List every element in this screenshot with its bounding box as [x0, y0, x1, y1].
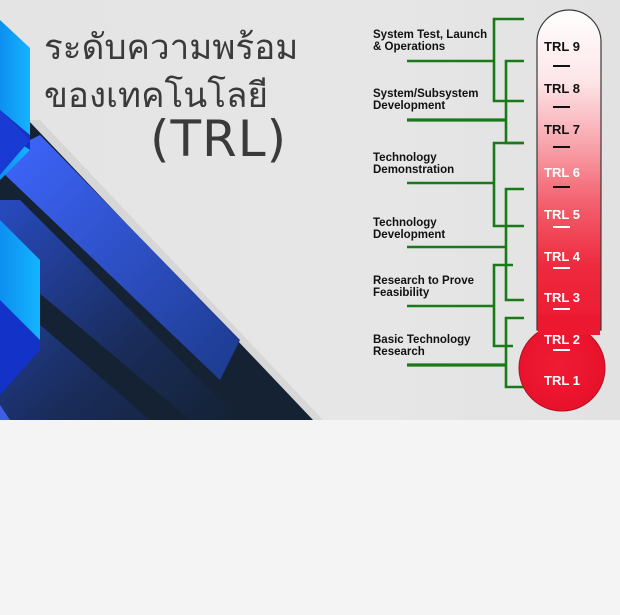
trl-divider	[553, 146, 570, 148]
stage-label-technology-demonstration: Technology Demonstration	[373, 152, 455, 176]
trl-level-4: TRL 4	[544, 249, 580, 264]
stage-label-system-development: System/Subsystem Development	[373, 88, 479, 112]
trl-level-7: TRL 7	[544, 122, 580, 137]
title-line-2: ของเทคโนโลยี	[44, 76, 268, 116]
thermometer-tube	[536, 9, 602, 331]
stage-label-system-test: System Test, Launch & Operations	[373, 29, 488, 53]
trl-divider	[553, 308, 570, 310]
stage-label-technology-development: Technology Development	[373, 217, 446, 241]
trl-level-3: TRL 3	[544, 290, 580, 305]
trl-level-6: TRL 6	[544, 165, 580, 180]
trl-divider	[553, 226, 570, 228]
trl-level-8: TRL 8	[544, 81, 580, 96]
trl-divider	[553, 186, 570, 188]
trl-level-2: TRL 2	[544, 332, 580, 347]
title-line-1: ระดับความพร้อม	[44, 28, 299, 68]
connector-lines	[407, 17, 524, 389]
trl-level-1: TRL 1	[544, 373, 580, 388]
stage-label-research-feasibility: Research to Prove Feasibility	[373, 275, 474, 299]
title-line-3: (TRL)	[150, 110, 288, 168]
trl-level-5: TRL 5	[544, 207, 580, 222]
trl-thermometer-diagram	[407, 9, 606, 412]
trl-divider	[553, 106, 570, 108]
trl-divider	[553, 349, 570, 351]
trl-divider	[553, 267, 570, 269]
trl-banner: ระดับความพร้อม ของเทคโนโลยี (TRL)	[0, 0, 620, 420]
geometric-decoration	[0, 20, 323, 420]
trl-divider	[553, 65, 570, 67]
trl-level-9: TRL 9	[544, 39, 580, 54]
stage-label-basic-research: Basic Technology Research	[373, 334, 471, 358]
